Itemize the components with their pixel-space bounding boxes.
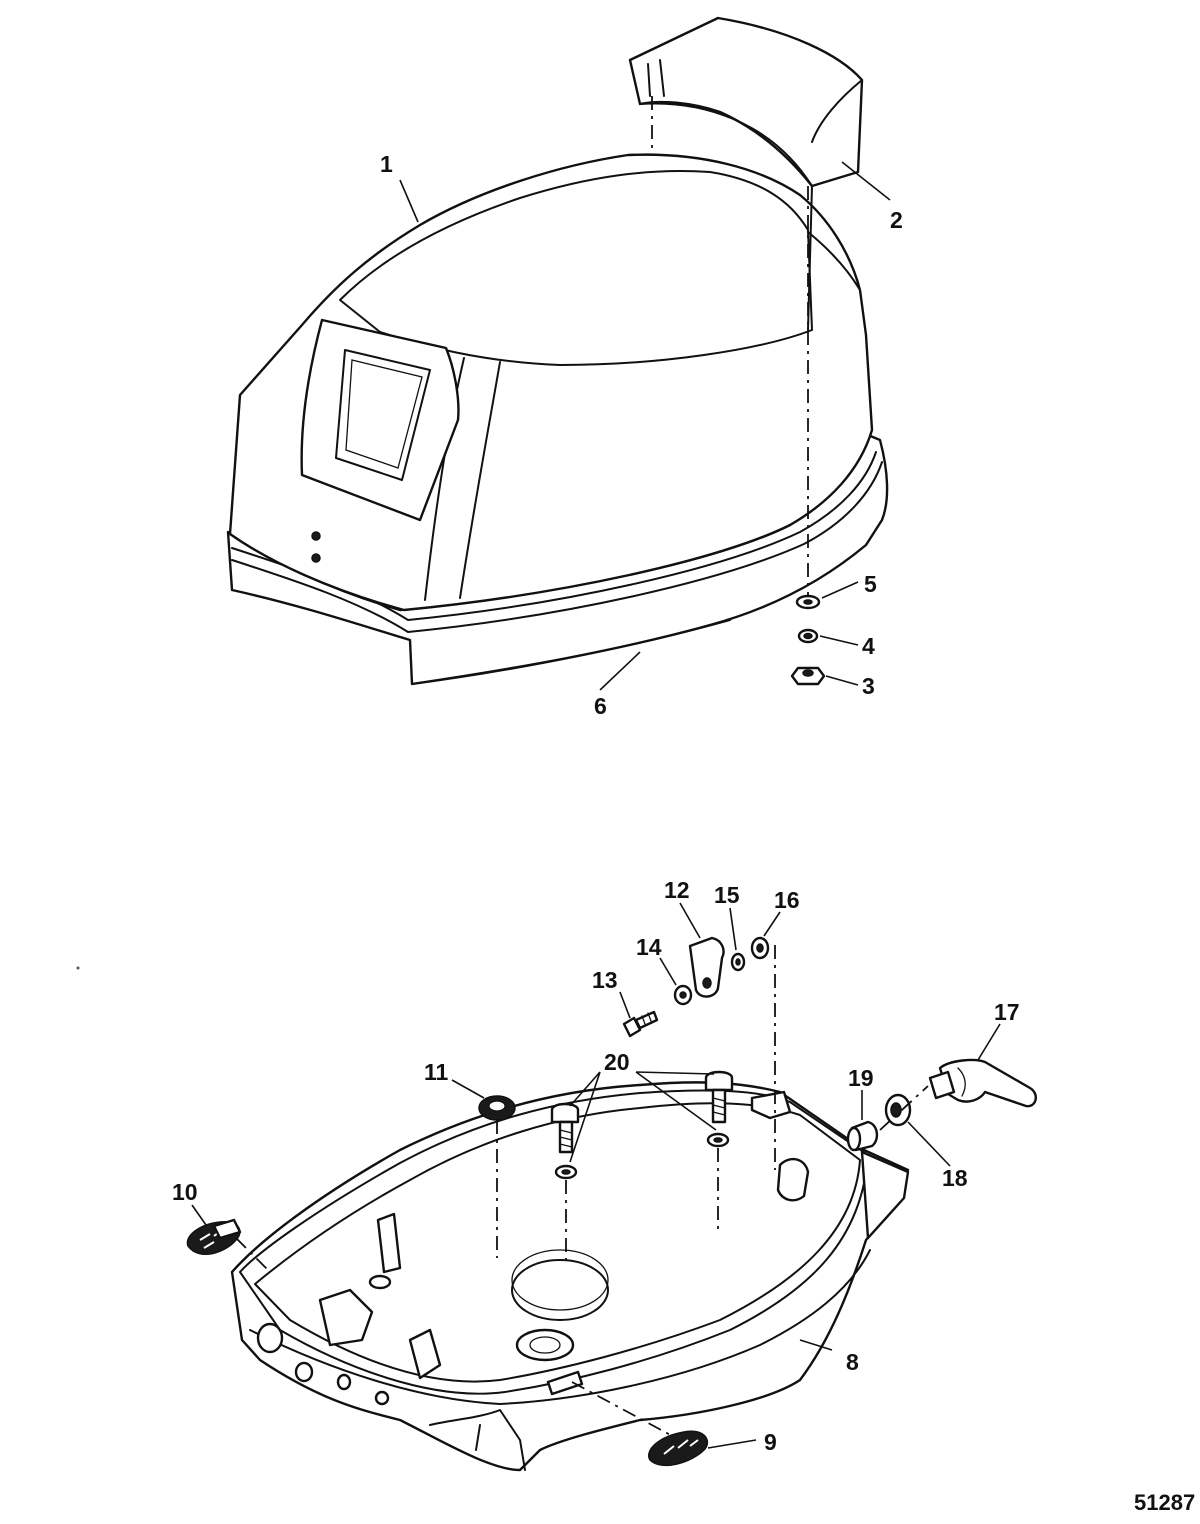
callout-6: 6 [594,693,607,719]
leader-lines [191,161,1001,1449]
bottom-cowl-grommet-inner [529,1336,561,1354]
bracket-12-hole [702,977,712,989]
cowl-hole-upper [311,531,321,541]
callout-1: 1 [380,151,393,177]
bottom-cowl-side-slot [546,1370,584,1396]
washer-20a-hole [561,1169,571,1175]
callout-2: 2 [890,207,903,233]
rear-cover-fold [811,79,863,143]
bottom-cowl-center-opening [511,1259,609,1321]
grommet-11 [478,1095,516,1121]
callout-8: 8 [846,1349,859,1375]
cowl-front-window-inner [345,359,423,469]
mount-9-line [571,1381,677,1439]
callout-labels: 1 2 3 4 5 6 8 9 10 11 12 13 14 15 16 17 … [172,151,1020,1455]
handle-17 [928,1058,1037,1108]
bottom-cowl-grommet-ring [515,1328,575,1362]
rear-cover-edge [639,102,813,331]
bracket-12 [688,936,725,998]
washer-20b-hole [713,1137,723,1143]
cowl-band-line-lower [231,461,883,633]
bushing-19 [846,1120,879,1152]
callout-10: 10 [172,1179,198,1205]
bottom-cowl-side-hole-3 [336,1373,352,1391]
top-cowl [226,153,889,686]
callout-15: 15 [714,882,740,908]
lockwasher-4 [797,628,819,644]
bottom-cowl-side-hole-4 [374,1390,390,1406]
cowl-band-bottom-edge [411,619,731,685]
callout-14: 14 [636,934,662,960]
seal-18 [884,1093,912,1127]
screw-13 [622,1010,659,1038]
rear-cover [628,16,864,331]
callout-17: 17 [994,999,1020,1025]
bolt-20a [550,1102,580,1154]
bottom-cowl-hinge-block [408,1328,442,1380]
bottom-cowl-front-lip [860,1150,910,1240]
bottom-cowl-boss-right [776,1157,810,1202]
figure-number: 51287 [1134,1490,1195,1515]
bottom-cowl [230,1081,910,1472]
washer-14-hole [679,991,687,999]
callout-13: 13 [592,967,618,993]
callout-20: 20 [604,1049,630,1075]
washer-16-hole [756,943,764,953]
bottom-cowl-center-opening-top [511,1249,609,1311]
bottom-cowl-latch-mount [750,1090,792,1120]
handle-assembly-line [879,1085,929,1131]
callout-3: 3 [862,673,875,699]
bottom-cowl-side-hole-1 [256,1322,284,1354]
mount-10-line [235,1237,269,1271]
cowl-front-recess [300,318,460,522]
cowl-front-window [335,349,431,481]
bottom-cowl-hull-line [249,1249,871,1405]
bottom-cowl-underside [429,1409,526,1471]
lockwasher-15-hole [735,958,741,966]
mount-9 [648,1430,709,1467]
callout-5: 5 [864,571,877,597]
bottom-cowl-rim-inner [254,1102,861,1383]
callout-9: 9 [764,1429,777,1455]
cowl-front-corner-2 [459,361,501,599]
callout-4: 4 [862,633,875,659]
stray-dot [76,966,80,970]
bolt-20b [704,1070,734,1124]
mount-10 [186,1218,242,1256]
rear-cover-slot [647,59,665,97]
washer-5 [795,594,821,610]
callout-12: 12 [664,877,690,903]
callout-16: 16 [774,887,800,913]
nut-3 [790,666,826,686]
callout-11: 11 [424,1059,449,1085]
rear-cover-body [628,16,864,188]
cowl-top-edge-right [807,231,861,291]
cowl-top-panel [339,170,813,366]
callout-18: 18 [942,1165,968,1191]
bottom-cowl-body [230,1081,910,1472]
bottom-cowl-latch-block [318,1288,374,1347]
callout-19: 19 [848,1065,874,1091]
cowl-hole-lower [311,553,321,563]
bottom-cowl-post [376,1212,402,1274]
bottom-cowl-post-base [368,1274,392,1290]
bottom-cowl-side-hole-2 [294,1361,314,1383]
